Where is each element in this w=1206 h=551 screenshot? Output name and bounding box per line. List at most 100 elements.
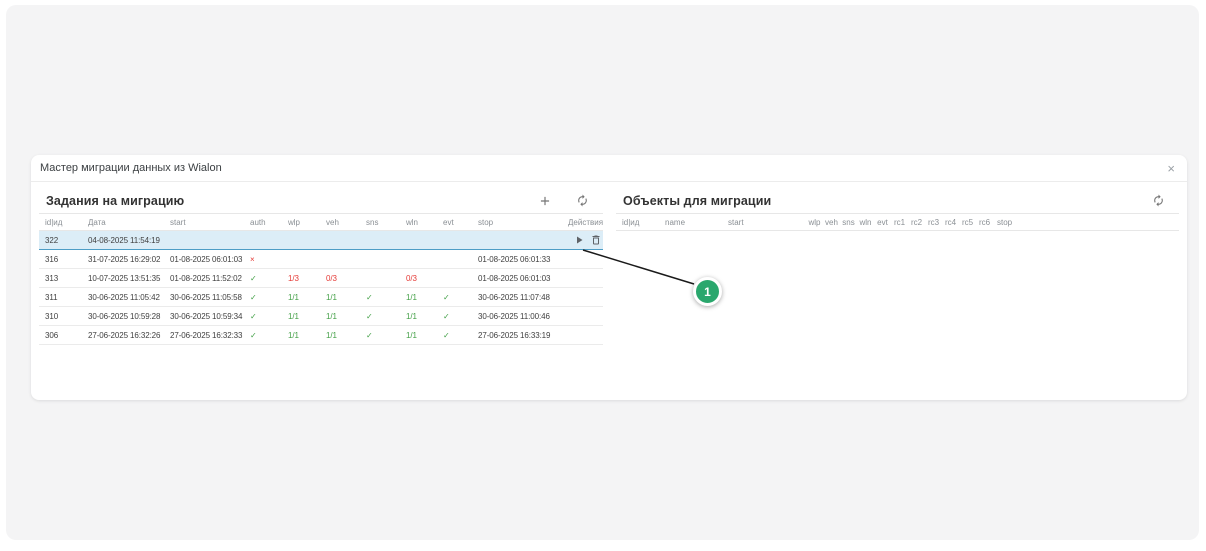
annotation-marker-label: 1 <box>704 284 711 299</box>
column-header: stop <box>476 213 566 231</box>
annotation-marker-1: 1 <box>693 277 722 306</box>
cell: 30-06-2025 11:07:48 <box>476 287 566 307</box>
objects-toolbar <box>1152 194 1165 207</box>
refresh-objects-icon[interactable] <box>1152 194 1165 207</box>
column-header: rc5 <box>959 213 976 231</box>
refresh-tasks-icon[interactable] <box>576 194 589 207</box>
cell: 1/3 <box>286 268 324 288</box>
column-header: Действия <box>566 213 603 231</box>
cell: 1/1 <box>324 287 364 307</box>
cell: 1/1 <box>324 325 364 345</box>
cell <box>324 249 364 269</box>
column-header: wlp <box>286 213 324 231</box>
cell <box>476 230 566 250</box>
cell: 01-08-2025 06:01:03 <box>168 249 246 269</box>
actions-cell <box>566 287 603 307</box>
actions-cell <box>566 230 603 250</box>
cell <box>364 268 404 288</box>
cell <box>364 230 404 250</box>
cell: ✓ <box>441 306 476 326</box>
column-header: id|ид <box>39 213 86 231</box>
cell: ✓ <box>364 306 404 326</box>
cell: 310 <box>39 306 86 326</box>
dialog-header: Мастер миграции данных из Wialon × <box>31 155 1187 182</box>
column-header: sns <box>840 213 857 231</box>
column-header: rc4 <box>942 213 959 231</box>
cell: 306 <box>39 325 86 345</box>
cell: 1/1 <box>404 325 441 345</box>
column-header: evt <box>441 213 476 231</box>
column-header: rc3 <box>925 213 942 231</box>
add-task-icon[interactable] <box>538 194 552 208</box>
dialog-title: Мастер миграции данных из Wialon <box>40 162 222 174</box>
tasks-panel-header: Задания на миграцию <box>39 188 603 213</box>
cell: 1/1 <box>404 287 441 307</box>
tasks-toolbar <box>538 194 589 208</box>
play-icon[interactable] <box>573 234 585 246</box>
migration-wizard-dialog: Мастер миграции данных из Wialon × Задан… <box>31 155 1187 400</box>
column-header: rc6 <box>976 213 993 231</box>
cell: ✓ <box>364 325 404 345</box>
column-header: veh <box>324 213 364 231</box>
column-header: rc2 <box>908 213 925 231</box>
cell: 30-06-2025 11:00:46 <box>476 306 566 326</box>
actions-cell <box>566 325 603 345</box>
cell: 27-06-2025 16:32:26 <box>86 325 168 345</box>
cell: ✓ <box>246 268 286 288</box>
cell <box>324 230 364 250</box>
actions-cell <box>566 249 603 269</box>
cell: 313 <box>39 268 86 288</box>
column-header: rc1 <box>891 213 908 231</box>
cell: 30-06-2025 11:05:42 <box>86 287 168 307</box>
cell: 30-06-2025 10:59:34 <box>168 306 246 326</box>
cell <box>441 249 476 269</box>
cell: 1/1 <box>324 306 364 326</box>
column-header: wln <box>857 213 874 231</box>
column-header: evt <box>874 213 891 231</box>
column-header: wlp <box>806 213 823 231</box>
cell <box>286 249 324 269</box>
cell <box>364 249 404 269</box>
cell <box>441 230 476 250</box>
column-header: id|ид <box>616 213 663 231</box>
cell: 0/3 <box>324 268 364 288</box>
column-header: name <box>663 213 726 231</box>
actions-cell <box>566 268 603 288</box>
cell: 10-07-2025 13:51:35 <box>86 268 168 288</box>
cell: 1/1 <box>404 306 441 326</box>
delete-icon[interactable] <box>590 234 602 246</box>
column-header: auth <box>246 213 286 231</box>
cell <box>404 230 441 250</box>
objects-panel-header: Объекты для миграции <box>616 188 1179 213</box>
cell: 0/3 <box>404 268 441 288</box>
desktop-background: Мастер миграции данных из Wialon × Задан… <box>6 5 1199 540</box>
column-header: wln <box>404 213 441 231</box>
close-icon[interactable]: × <box>1167 160 1175 176</box>
cell: 1/1 <box>286 287 324 307</box>
cell: 01-08-2025 06:01:33 <box>476 249 566 269</box>
cell: 01-08-2025 11:52:02 <box>168 268 246 288</box>
cell: 27-06-2025 16:32:33 <box>168 325 246 345</box>
cell <box>404 249 441 269</box>
cell: 31-07-2025 16:29:02 <box>86 249 168 269</box>
column-header: sns <box>364 213 404 231</box>
column-header: Дата <box>86 213 168 231</box>
cell <box>286 230 324 250</box>
column-header: start <box>168 213 246 231</box>
cell: ✓ <box>364 287 404 307</box>
cell: ✓ <box>441 287 476 307</box>
objects-panel-title: Объекты для миграции <box>623 193 772 208</box>
